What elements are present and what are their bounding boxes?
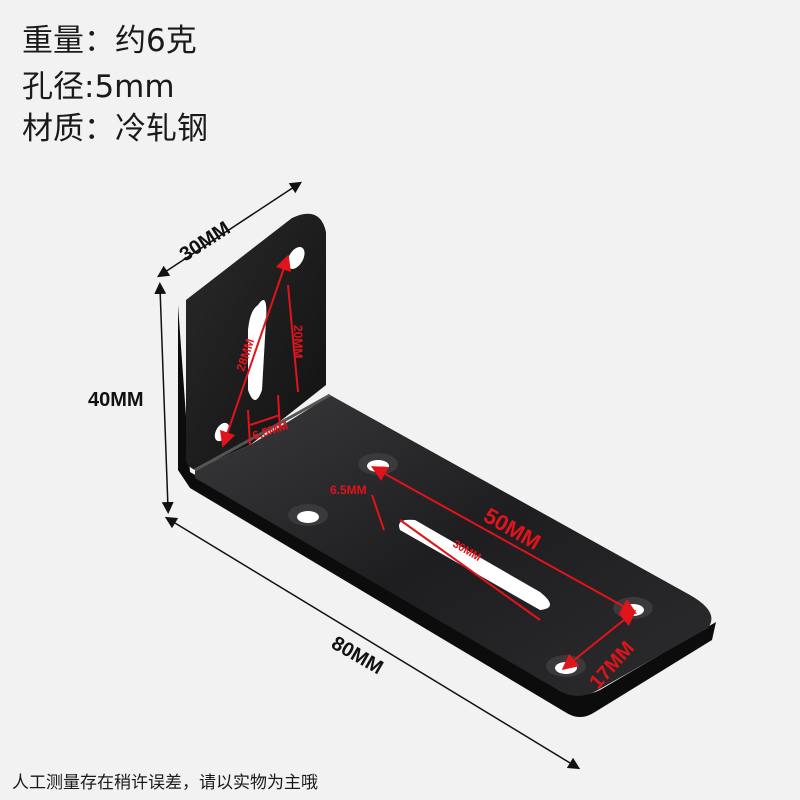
hole [297,511,319,523]
slot-height-label: 20MM [291,325,305,358]
height-label: 40MM [88,389,144,411]
weight-spec: 重量：约6克 [22,23,197,59]
hole-diameter-spec: 孔径:5mm [22,69,175,105]
hole [622,604,644,616]
hole [555,662,577,674]
material-spec: 材质：冷轧钢 [22,111,208,147]
length-label: 80MM [328,632,387,679]
measurement-note: 人工测量存在稍许误差，请以实物为主哦 [12,773,318,793]
width-label: 30MM [176,217,235,266]
horizontal-slot-width-label: 6.5MM [330,483,367,497]
